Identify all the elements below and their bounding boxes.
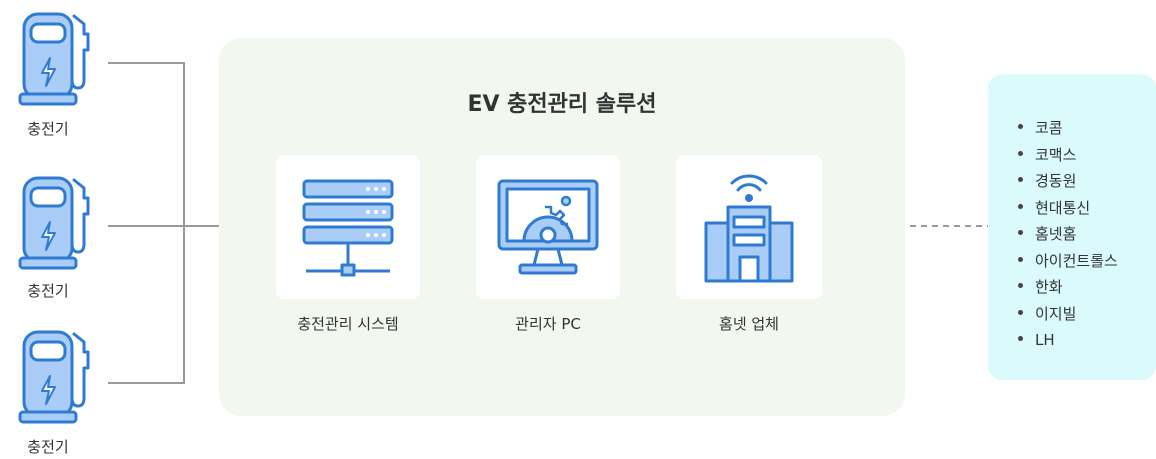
charger-label: 충전기 [27, 120, 69, 138]
bullet-icon [1018, 230, 1023, 235]
bullet-icon [1018, 124, 1023, 129]
vendor-item: 현대통신 [1018, 195, 1118, 222]
homenet-vendor-label: 홈넷 업체 [719, 315, 779, 333]
charger-label: 충전기 [27, 282, 69, 300]
ev-charger-icon [18, 176, 90, 270]
ev-charger-icon [18, 12, 90, 106]
bullet-icon [1018, 177, 1023, 182]
vendor-list: 코콤 코맥스 경동원 현대통신 홈넷홈 아이컨트롤스 한화 이지빌 LH [1018, 115, 1118, 354]
monitor-gear-icon [497, 179, 599, 275]
bullet-icon [1018, 150, 1023, 156]
vendor-item: 한화 [1018, 274, 1118, 301]
building-wifi-icon [704, 174, 794, 283]
vendor-item: 아이컨트롤스 [1018, 248, 1118, 275]
charge-management-system-label: 충전관리 시스템 [297, 315, 399, 333]
vendor-item: 홈넷홈 [1018, 221, 1118, 248]
vendor-item: 경동원 [1018, 168, 1118, 195]
vendor-item: 이지빌 [1018, 301, 1118, 328]
vendor-item: LH [1018, 327, 1118, 354]
bullet-icon [1018, 203, 1023, 209]
vendor-list-panel: 코콤 코맥스 경동원 현대통신 홈넷홈 아이컨트롤스 한화 이지빌 LH [988, 74, 1156, 380]
ev-charger-icon [18, 330, 90, 424]
vendor-item: 코콤 [1018, 115, 1118, 142]
vendor-item: 코맥스 [1018, 142, 1118, 169]
bullet-icon [1018, 256, 1023, 262]
server-icon [302, 179, 394, 277]
charger-bus-line [108, 62, 185, 384]
bullet-icon [1018, 283, 1023, 288]
bullet-icon [1018, 336, 1023, 341]
homenet-vendor-card [676, 155, 822, 299]
bullet-icon [1018, 309, 1023, 315]
charge-management-system-card [276, 155, 420, 299]
admin-pc-card [476, 155, 620, 299]
solution-title: EV 충전관리 솔루션 [467, 92, 657, 117]
charger-label: 충전기 [27, 438, 69, 456]
admin-pc-label: 관리자 PC [515, 315, 581, 333]
